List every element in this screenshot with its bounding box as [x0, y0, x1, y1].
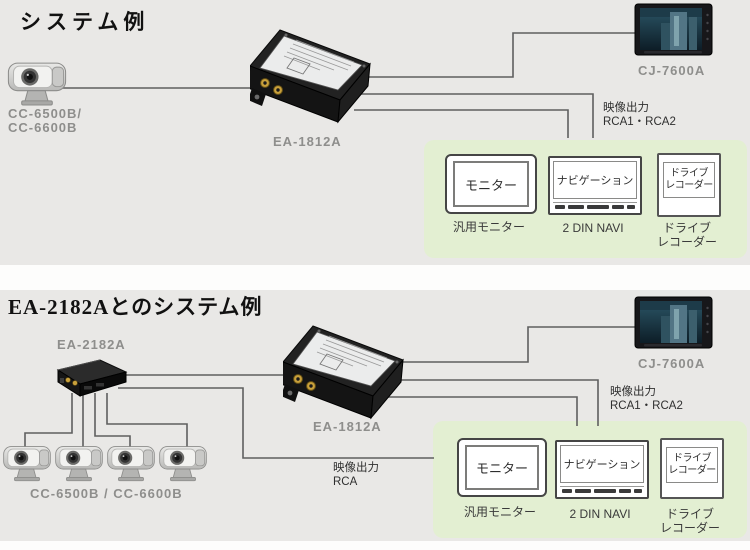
converter-model-label: EA-1812A: [273, 134, 342, 149]
head-unit-model-label: CJ-7600A: [638, 63, 706, 78]
monitor-screen-label: モニター: [465, 445, 539, 490]
caption-2din-navi: 2 DIN NAVI: [562, 221, 624, 235]
monitor-screen-label: モニター: [453, 161, 529, 207]
rear-camera-image-3: [107, 446, 155, 482]
converter-box-image: [250, 29, 371, 123]
caption-drive-recorder: ドライブ レコーダー: [656, 221, 717, 250]
rear-camera-image: [7, 62, 67, 106]
head-unit-model-label: CJ-7600A: [638, 356, 706, 371]
drive-recorder-device: ドライブ レコーダー: [657, 153, 721, 217]
converter-model-label: EA-1812A: [313, 419, 382, 434]
caption-2din-navi: 2 DIN NAVI: [569, 507, 631, 521]
nav-screen-label: ナビゲーション: [553, 161, 637, 199]
nav-button-row: [553, 202, 637, 210]
drive-recorder-label: ドライブ レコーダー: [663, 162, 715, 198]
camera-model-label: CC-6500B/ CC-6600B: [8, 106, 83, 136]
section-title: システム例: [20, 10, 150, 34]
head-unit-image: [634, 296, 713, 349]
converter-box-image: [283, 325, 404, 419]
generic-monitor-device: モニター: [457, 438, 547, 497]
rear-camera-image-4: [159, 446, 207, 482]
section-title: EA-2182Aとのシステム例: [8, 295, 263, 319]
generic-monitor-device: モニター: [445, 154, 537, 214]
output-device-panel-1: モニター ナビゲーション ドライブ レコーダー 汎用モニター 2 DIN NAV…: [424, 140, 747, 258]
caption-generic-monitor: 汎用モニター: [463, 505, 536, 519]
nav-button-row: [560, 486, 644, 494]
rear-camera-image-2: [55, 446, 103, 482]
navigation-device: ナビゲーション: [548, 156, 642, 215]
drive-recorder-device: ドライブ レコーダー: [660, 438, 724, 499]
caption-generic-monitor: 汎用モニター: [452, 220, 525, 234]
video-output-note: 映像出力 RCA1・RCA2: [603, 102, 676, 129]
output-device-panel-2: モニター ナビゲーション ドライブ レコーダー 汎用モニター 2 DIN NAV…: [433, 421, 747, 538]
navigation-device: ナビゲーション: [555, 440, 649, 499]
nav-screen-label: ナビゲーション: [560, 445, 644, 483]
caption-drive-recorder: ドライブ レコーダー: [659, 507, 720, 536]
switcher-model-label: EA-2182A: [57, 337, 126, 352]
drive-recorder-label: ドライブ レコーダー: [666, 447, 718, 483]
rear-camera-image-1: [3, 446, 51, 482]
video-output-note: 映像出力 RCA1・RCA2: [610, 386, 683, 413]
head-unit-image: [634, 3, 713, 56]
video-output-rca-note: 映像出力 RCA: [333, 462, 379, 489]
camera-row-model-label: CC-6500B / CC-6600B: [30, 486, 183, 501]
switcher-box-image: [57, 359, 127, 397]
